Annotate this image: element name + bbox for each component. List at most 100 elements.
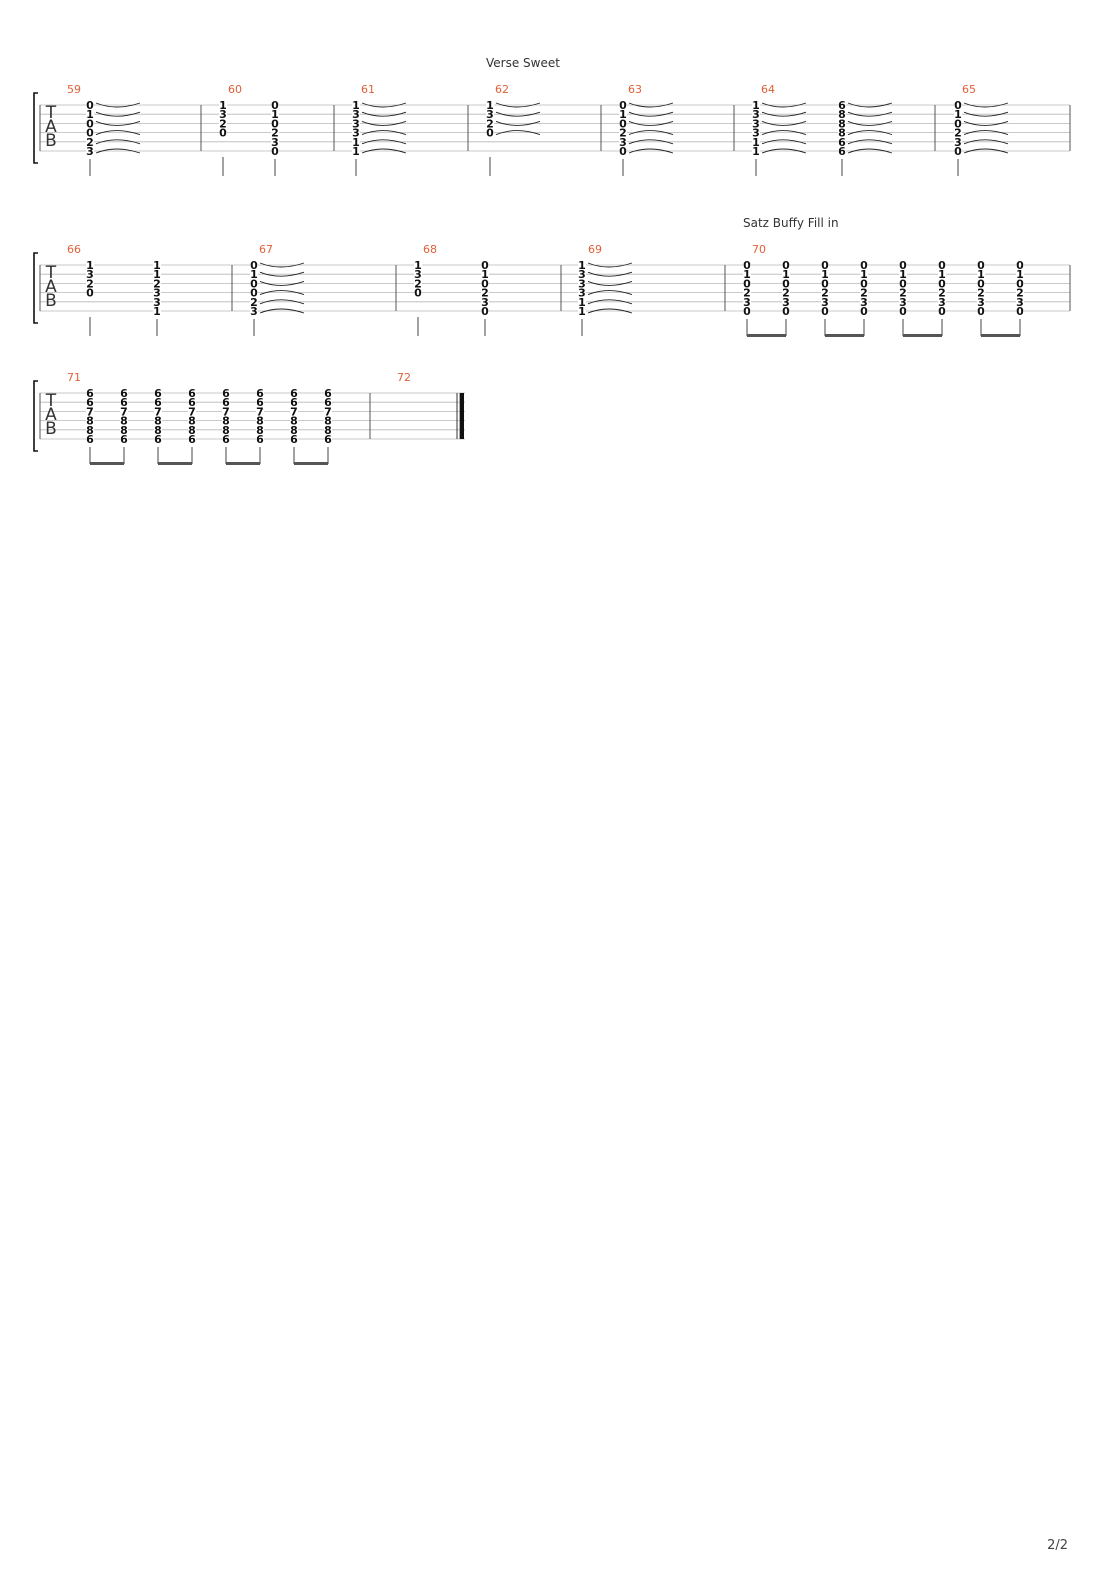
- fret-mask: [578, 260, 586, 270]
- fret-mask: [86, 146, 94, 156]
- fret-mask: [153, 287, 161, 298]
- fret-number: 0: [860, 259, 868, 272]
- fret-number: 8: [86, 415, 94, 428]
- fret-number: 8: [290, 415, 298, 428]
- tab-clef-letter: A: [45, 405, 57, 425]
- fret-number: 7: [290, 405, 298, 418]
- final-bar-thick: [460, 393, 464, 439]
- fret-mask: [120, 424, 128, 435]
- fret-mask: [290, 388, 298, 398]
- tab-clef-letter: T: [45, 391, 57, 411]
- fret-mask: [256, 434, 264, 444]
- fret-mask: [352, 146, 360, 156]
- fret-mask: [290, 424, 298, 435]
- tab-clef-letter: A: [45, 277, 57, 297]
- measure-number: 59: [67, 83, 81, 96]
- fret-mask: [860, 306, 868, 316]
- system-bracket: [33, 252, 38, 324]
- tie-arc: [628, 148, 674, 154]
- fret-number: 6: [324, 387, 332, 400]
- fret-number: 1: [352, 136, 360, 149]
- fret-number: 1: [899, 268, 907, 281]
- fret-number: 0: [782, 259, 790, 272]
- measure-number: 66: [67, 243, 81, 256]
- fret-mask: [256, 397, 264, 408]
- fret-mask: [414, 260, 422, 270]
- fret-mask: [120, 388, 128, 398]
- fret-mask: [860, 260, 868, 270]
- fret-number: 6: [222, 396, 230, 409]
- fret-mask: [352, 136, 360, 147]
- fret-number: 0: [271, 99, 279, 112]
- fret-number: 0: [86, 99, 94, 112]
- fret-mask: [743, 278, 751, 289]
- fret-number: 3: [153, 287, 161, 300]
- fret-mask: [954, 127, 962, 138]
- fret-number: 0: [1016, 305, 1024, 318]
- fret-number: 3: [752, 108, 760, 121]
- fret-number: 1: [954, 108, 962, 121]
- fret-number: 8: [222, 424, 230, 437]
- fret-mask: [821, 278, 829, 289]
- system-bracket: [33, 380, 38, 452]
- fret-number: 8: [838, 117, 846, 130]
- fret-mask: [821, 269, 829, 280]
- fret-mask: [250, 287, 258, 298]
- fret-number: 0: [977, 259, 985, 272]
- fret-number: 0: [938, 305, 946, 318]
- fret-number: 1: [1016, 268, 1024, 281]
- fret-mask: [153, 306, 161, 316]
- fret-number: 6: [120, 396, 128, 409]
- fret-number: 6: [188, 433, 196, 446]
- fret-number: 0: [486, 127, 494, 140]
- tie-arc: [628, 130, 674, 136]
- fret-mask: [86, 118, 94, 129]
- tie-arc: [495, 111, 541, 117]
- fret-number: 8: [290, 424, 298, 437]
- tie-arc: [963, 120, 1009, 126]
- beam: [226, 462, 260, 465]
- fret-number: 2: [250, 296, 258, 309]
- tie-arc: [963, 148, 1009, 154]
- fret-mask: [899, 269, 907, 280]
- fret-number: 0: [860, 305, 868, 318]
- fret-number: 6: [188, 387, 196, 400]
- fret-mask: [250, 306, 258, 316]
- fret-mask: [954, 109, 962, 120]
- tie-arc: [259, 271, 305, 277]
- fret-number: 3: [938, 296, 946, 309]
- fret-mask: [486, 118, 494, 129]
- tab-clef-letter: A: [45, 117, 57, 137]
- fret-number: 0: [954, 117, 962, 130]
- tie-arc: [95, 130, 141, 136]
- tie-arc: [259, 262, 305, 268]
- fret-mask: [977, 260, 985, 270]
- beam: [747, 334, 786, 337]
- fret-mask: [481, 287, 489, 298]
- fret-number: 8: [256, 415, 264, 428]
- fret-number: 0: [619, 145, 627, 158]
- fret-mask: [414, 269, 422, 280]
- beam: [90, 462, 124, 465]
- fret-mask: [86, 109, 94, 120]
- fret-number: 6: [838, 145, 846, 158]
- tie-arc: [587, 308, 633, 314]
- fret-mask: [153, 260, 161, 270]
- system-bracket: [33, 92, 38, 164]
- fret-number: 0: [743, 305, 751, 318]
- fret-mask: [938, 306, 946, 316]
- fret-number: 6: [324, 396, 332, 409]
- fret-number: 2: [219, 117, 227, 130]
- fret-number: 2: [821, 287, 829, 300]
- tie-arc: [847, 111, 893, 117]
- fret-number: 1: [578, 296, 586, 309]
- tie-arc: [761, 120, 807, 126]
- fret-number: 0: [250, 287, 258, 300]
- fret-number: 1: [977, 268, 985, 281]
- fret-mask: [821, 260, 829, 270]
- fret-mask: [938, 287, 946, 298]
- fret-number: 2: [414, 277, 422, 290]
- fret-mask: [290, 406, 298, 417]
- fret-number: 3: [578, 287, 586, 300]
- tie-arc: [361, 139, 407, 145]
